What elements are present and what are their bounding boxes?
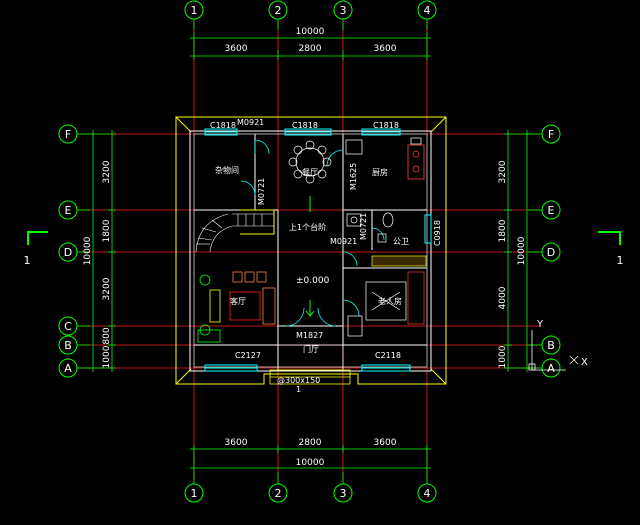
axis-label-row-a-right: A [547, 362, 555, 375]
kitchen-counter [407, 144, 425, 180]
room-label-bathroom: 公卫 [393, 237, 409, 246]
living-room-furniture [197, 271, 276, 343]
dim-bottom-total: 10000 [296, 458, 325, 468]
doors [240, 139, 385, 327]
axis-lines [78, 20, 540, 482]
dim-top-seg-1: 3600 [225, 44, 248, 54]
axis-label-row-e: E [65, 204, 72, 217]
dim-right-seg-4: 1000 [498, 345, 508, 368]
dim-right-seg-3: 4000 [498, 286, 508, 309]
axis-label-row-a: A [64, 362, 72, 375]
dim-left-total: 10000 [83, 236, 93, 265]
dim-left-seg-1: 3200 [102, 160, 112, 183]
ucs-label-x: X [581, 357, 588, 368]
section-marker-left [27, 231, 48, 245]
dim-top-total: 10000 [296, 27, 325, 37]
dimension-lines [89, 32, 531, 472]
axis-label-row-e-right: E [548, 204, 555, 217]
axis-bubble-leaders [77, 19, 542, 484]
dim-right-seg-1: 3200 [498, 160, 508, 183]
axis-label-col-2-bottom: 2 [275, 487, 282, 500]
axis-label-row-f: F [65, 128, 71, 141]
axis-label-row-d-right: D [547, 246, 555, 259]
dim-right-total: 10000 [517, 236, 527, 265]
eave-outline [175, 116, 447, 385]
room-label-entry: 门厅 [303, 344, 319, 354]
axis-label-col-3-bottom: 3 [340, 487, 347, 500]
dim-bottom-seg-1: 3600 [225, 438, 248, 448]
section-label-right: 1 [617, 254, 624, 267]
section-marker-right [598, 231, 621, 245]
axis-label-col-4: 4 [424, 4, 431, 17]
stairs [195, 213, 274, 253]
label-door-m1827: M1827 [296, 331, 323, 340]
bedroom-shelf [371, 255, 427, 267]
axis-label-row-b-right: B [547, 339, 555, 352]
room-label-storage: 杂物间 [215, 165, 239, 175]
dim-left-seg-2: 1800 [102, 219, 112, 242]
ucs-icon [528, 330, 579, 371]
label-door-m1625: M1625 [349, 163, 358, 190]
windows [204, 128, 432, 372]
label-door-m0921-top: M0921 [237, 118, 264, 127]
entry-porch [269, 344, 351, 385]
label-door-m0721-right: M0721 [359, 213, 368, 240]
room-label-bedroom: 老人房 [378, 296, 402, 306]
label-window-c1818-right: C1818 [373, 121, 399, 130]
dim-top-seg-3: 3600 [374, 44, 397, 54]
bathroom-fixtures [346, 212, 394, 243]
dim-left-seg-3: 3200 [102, 277, 112, 300]
label-window-c1818-mid: C1818 [292, 121, 318, 130]
dim-top-seg-2: 2800 [299, 44, 322, 54]
room-label-elevation: ±0.000 [296, 276, 330, 286]
axis-label-col-4-bottom: 4 [424, 487, 431, 500]
axis-label-col-3: 3 [340, 4, 347, 17]
marker-bottom-tick: 1 [296, 385, 301, 394]
room-label-dining: 餐厅 [302, 168, 318, 177]
room-label-step-note: @300x150 [277, 376, 320, 385]
room-label-kitchen: 厨房 [372, 167, 388, 177]
dim-right-seg-2: 1800 [498, 219, 508, 242]
entry-arrow [305, 196, 315, 317]
label-window-c2118: C2118 [375, 351, 401, 360]
label-door-m0721-left: M0721 [257, 178, 266, 205]
label-window-c0918: C0918 [433, 220, 442, 246]
dim-left-seg-4: 800 [102, 327, 112, 344]
axis-label-col-1-bottom: 1 [191, 487, 198, 500]
section-label-left: 1 [24, 254, 31, 267]
room-label-living: 客厅 [230, 296, 246, 306]
room-label-stair-note: 上1个台阶 [289, 222, 326, 232]
axis-label-row-c: C [64, 320, 72, 333]
axis-label-col-2: 2 [275, 4, 282, 17]
bedroom-furniture [347, 271, 425, 337]
axis-label-row-f-right: F [548, 128, 554, 141]
label-door-m0921-right: M0921 [330, 237, 357, 246]
kitchen-sink [345, 137, 422, 155]
axis-label-row-b: B [64, 339, 72, 352]
label-window-c2127: C2127 [235, 351, 261, 360]
dim-left-seg-5: 1000 [102, 345, 112, 368]
label-window-c1818-left: C1818 [210, 121, 236, 130]
axis-label-row-d: D [64, 246, 72, 259]
axis-bubbles [58, 0, 561, 503]
dim-bottom-seg-2: 2800 [299, 438, 322, 448]
stair-rail [240, 209, 275, 235]
dining-table [288, 140, 332, 184]
axis-label-col-1: 1 [191, 4, 198, 17]
ucs-label-y: Y [536, 319, 544, 330]
dim-bottom-seg-3: 3600 [374, 438, 397, 448]
